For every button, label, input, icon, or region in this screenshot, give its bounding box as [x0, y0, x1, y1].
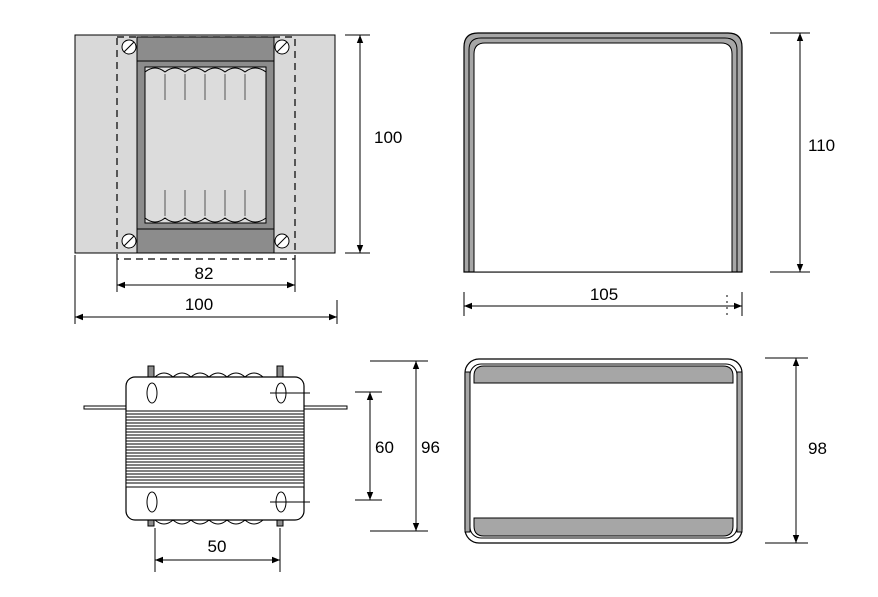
dim-label-core-width: 82	[195, 264, 214, 283]
dim-label-cover-height: 110	[808, 136, 835, 155]
dim-label-cover-side-height: 98	[808, 439, 827, 458]
dim-label-total: 96	[421, 438, 440, 457]
dim-label-inner: 60	[375, 438, 394, 457]
cover-band-bottom	[473, 517, 734, 537]
cover-face	[473, 42, 733, 273]
winding-top	[144, 67, 267, 73]
screw-icon	[274, 233, 290, 249]
cover-band-top	[473, 365, 734, 384]
screw-icon	[121, 39, 137, 55]
front-view: 82 100 100	[74, 34, 402, 324]
bracket-top	[136, 36, 275, 62]
winding-bottom	[144, 217, 267, 223]
dim-label-depth: 50	[208, 537, 227, 556]
side-view: 50 60 96	[83, 360, 440, 572]
bracket-bottom	[136, 228, 275, 254]
cover-side-outer	[464, 358, 743, 544]
screw-icon	[121, 233, 137, 249]
laminations	[125, 410, 305, 488]
dim-label-height: 100	[374, 128, 402, 147]
cover-side-view: 98	[464, 357, 827, 544]
cover-front-view: 105 110	[463, 32, 835, 318]
screw-icon	[274, 39, 290, 55]
dim-label-total-width: 100	[185, 295, 213, 314]
dim-label-cover-width: 105	[590, 285, 618, 304]
cover-inner-line	[468, 37, 738, 272]
